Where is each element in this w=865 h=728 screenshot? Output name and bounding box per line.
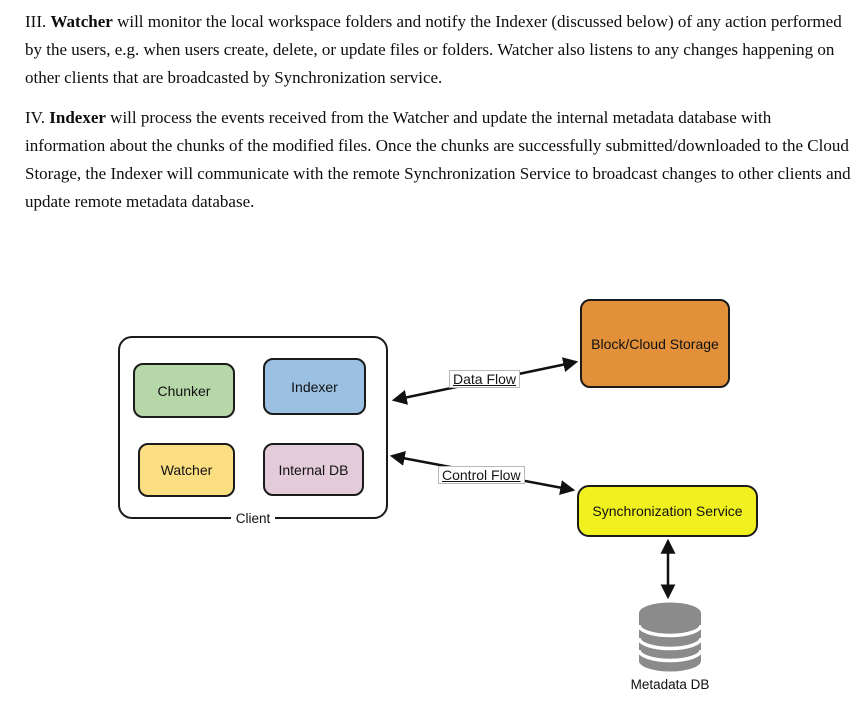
block-cloud-storage-label: Block/Cloud Storage <box>591 335 719 352</box>
synchronization-service-box: Synchronization Service <box>577 485 758 537</box>
paragraph-text: will process the events received from th… <box>25 108 851 211</box>
bold-term-watcher: Watcher <box>50 12 113 31</box>
paragraph-watcher: III. Watcher will monitor the local work… <box>25 8 851 92</box>
module-chunker: Chunker <box>133 363 235 418</box>
data-flow-label: Data Flow <box>449 370 521 388</box>
control-flow-label: Control Flow <box>438 466 525 484</box>
paragraph-indexer: IV. Indexer will process the events rece… <box>25 104 851 216</box>
database-cylinder-icon <box>637 602 703 672</box>
paragraph-text: will monitor the local workspace folders… <box>25 12 842 87</box>
metadata-db-label: Metadata DB <box>630 677 710 692</box>
module-internal-db: Internal DB <box>263 443 364 496</box>
block-cloud-storage-box: Block/Cloud Storage <box>580 299 730 388</box>
client-box-caption: Client <box>118 511 388 526</box>
module-watcher-label: Watcher <box>160 462 213 478</box>
module-internal-db-label: Internal DB <box>278 461 349 478</box>
list-numeral: IV. <box>25 108 45 127</box>
synchronization-service-label: Synchronization Service <box>592 503 743 519</box>
list-numeral: III. <box>25 12 47 31</box>
bold-term-indexer: Indexer <box>49 108 106 127</box>
module-chunker-label: Chunker <box>157 382 211 399</box>
module-indexer: Indexer <box>263 358 366 415</box>
module-watcher: Watcher <box>138 443 235 497</box>
module-indexer-label: Indexer <box>291 378 338 395</box>
text-block: III. Watcher will monitor the local work… <box>25 8 851 228</box>
